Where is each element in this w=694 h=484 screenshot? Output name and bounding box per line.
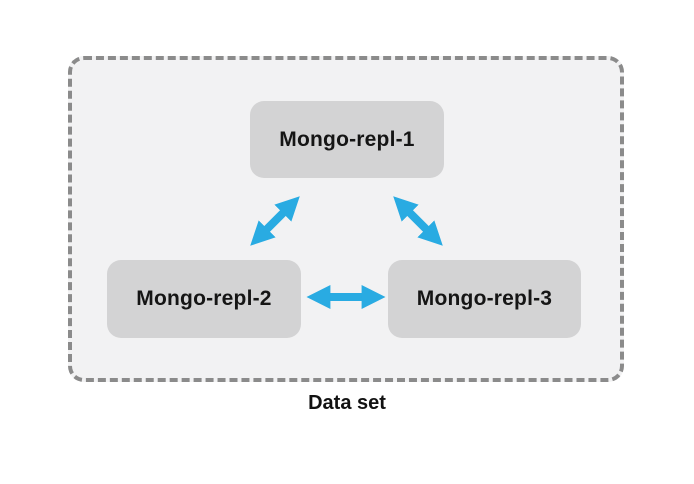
node-mongo-repl-3: Mongo-repl-3 bbox=[388, 260, 581, 338]
node-label: Mongo-repl-3 bbox=[416, 287, 553, 310]
node-mongo-repl-1: Mongo-repl-1 bbox=[250, 101, 444, 178]
node-label: Mongo-repl-1 bbox=[279, 127, 415, 151]
node-label: Mongo-repl-2 bbox=[136, 287, 272, 310]
node-mongo-repl-2: Mongo-repl-2 bbox=[107, 260, 301, 338]
group-caption: Data set bbox=[308, 392, 386, 414]
